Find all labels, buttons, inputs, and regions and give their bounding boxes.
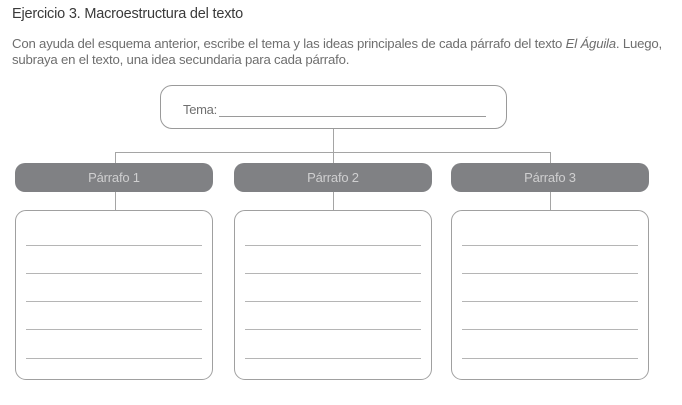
connector-p1-bottom [115,192,116,210]
answer-line[interactable] [245,273,421,274]
answer-line[interactable] [462,245,638,246]
answer-line[interactable] [26,245,202,246]
answer-line[interactable] [26,273,202,274]
tema-box: Tema: [160,85,507,129]
connector-tema-down [333,129,334,152]
paragraph-2-header: Párrafo 2 [234,163,432,192]
answer-line[interactable] [245,245,421,246]
connector-p1-top [115,152,116,163]
answer-line[interactable] [462,273,638,274]
answer-line[interactable] [26,358,202,359]
paragraph-1-header: Párrafo 1 [15,163,213,192]
answer-line[interactable] [462,301,638,302]
connector-p2-bottom [333,192,334,210]
answer-line[interactable] [26,329,202,330]
exercise-instructions: Con ayuda del esquema anterior, escribe … [12,36,672,68]
paragraph-3-header: Párrafo 3 [451,163,649,192]
answer-line[interactable] [26,301,202,302]
tema-answer-line[interactable] [219,116,486,117]
connector-p3-bottom [550,192,551,210]
instruction-text-2: . Luego, subraya en el texto, una idea s… [12,36,662,67]
paragraph-1-box [15,210,213,380]
answer-line[interactable] [462,358,638,359]
answer-line[interactable] [462,329,638,330]
paragraph-2-box [234,210,432,380]
paragraph-3-box [451,210,649,380]
instruction-text-title: El Águila [565,36,616,51]
connector-p2-top [333,152,334,163]
instruction-text-1: Con ayuda del esquema anterior, escribe … [12,36,566,51]
answer-line[interactable] [245,329,421,330]
tema-label: Tema: [183,102,217,117]
exercise-title: Ejercicio 3. Macroestructura del texto [12,6,243,22]
connector-p3-top [550,152,551,163]
answer-line[interactable] [245,358,421,359]
answer-line[interactable] [245,301,421,302]
